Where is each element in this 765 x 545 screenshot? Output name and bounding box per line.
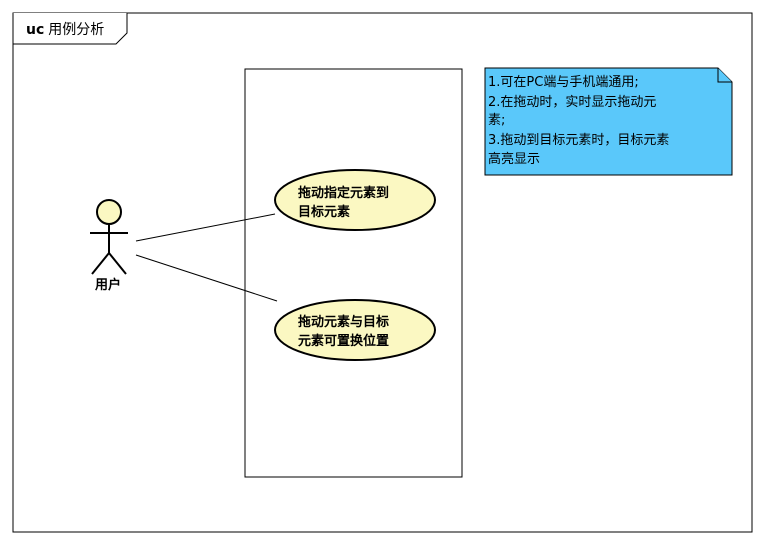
frame-name: 用例分析 bbox=[48, 22, 104, 38]
use-case-2-line-2: 元素可置换位置 bbox=[298, 333, 389, 349]
use-case-1-line-1: 拖动指定元素到 bbox=[298, 185, 389, 201]
note-folded-corner bbox=[717, 68, 732, 83]
use-case-1[interactable]: 拖动指定元素到 目标元素 bbox=[274, 169, 436, 231]
system-boundary bbox=[244, 68, 463, 478]
actor-label: 用户 bbox=[94, 277, 121, 293]
use-case-1-line-2: 目标元素 bbox=[298, 204, 350, 220]
note[interactable]: 1.可在PC端与手机端通用; 2.在拖动时，实时显示拖动元 素; 3.拖动到目标… bbox=[484, 67, 733, 176]
association-line-1 bbox=[135, 213, 276, 242]
frame-keyword: uc bbox=[26, 22, 44, 38]
note-body bbox=[484, 67, 733, 176]
actor-head bbox=[96, 199, 122, 225]
note-line-4: 3.拖动到目标元素时，目标元素 bbox=[488, 133, 669, 148]
note-line-5: 高亮显示 bbox=[488, 151, 540, 167]
association-line-2 bbox=[135, 254, 278, 302]
use-case-2-line-1: 拖动元素与目标 bbox=[298, 314, 389, 330]
note-line-3: 素; bbox=[488, 113, 505, 128]
actor[interactable]: 用户 bbox=[90, 199, 128, 293]
actor-left-leg bbox=[91, 252, 110, 275]
actor-right-leg bbox=[108, 252, 127, 275]
use-case-1-ellipse bbox=[274, 169, 436, 231]
frame-title-tab bbox=[12, 13, 128, 45]
use-case-2-ellipse bbox=[274, 299, 436, 361]
use-case-2[interactable]: 拖动元素与目标 元素可置换位置 bbox=[274, 299, 436, 361]
note-line-1: 1.可在PC端与手机端通用; bbox=[488, 75, 639, 90]
note-line-2: 2.在拖动时，实时显示拖动元 bbox=[488, 95, 656, 110]
